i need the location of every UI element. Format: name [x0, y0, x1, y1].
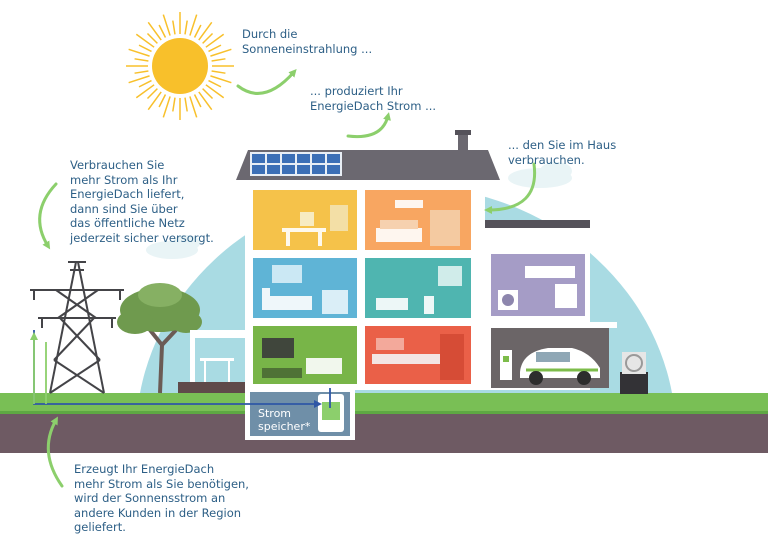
sun-ray: [210, 48, 232, 57]
sun-ray: [147, 21, 162, 41]
sun-ray: [184, 20, 188, 35]
sun-ray: [189, 96, 198, 118]
sun-ray: [211, 58, 226, 62]
sun-ray: [147, 91, 162, 111]
sun-ray: [135, 33, 155, 48]
lawn: [0, 393, 768, 413]
sun-ray: [189, 14, 198, 36]
sun-ray: [134, 58, 149, 62]
solar-cell: [327, 165, 340, 174]
sun-ray: [138, 79, 152, 88]
sun-ray: [172, 20, 176, 35]
solar-cell: [252, 154, 265, 163]
storage-label: Strom speicher*: [258, 407, 311, 433]
caption-arrows: [38, 69, 537, 488]
heat-pump-icon: [620, 352, 648, 394]
sun-ray: [193, 94, 202, 108]
sun-ray: [146, 88, 158, 100]
panel-caption: ... produziert Ihr EnergieDach Strom ...: [310, 84, 437, 113]
sun-ray: [172, 97, 176, 112]
sun-ray: [202, 88, 214, 100]
sun-ray: [198, 21, 213, 41]
house-caption: ... den Sie im Haus verbrauchen.: [508, 138, 617, 167]
tree: [117, 283, 202, 394]
solar-cell: [297, 165, 310, 174]
sun-ray: [193, 24, 202, 38]
storage-room: [245, 388, 355, 440]
solar-cell: [282, 165, 295, 174]
sun-ray: [158, 94, 167, 108]
sun-ray: [138, 44, 152, 53]
terrace: [178, 330, 252, 393]
sun-ray: [128, 48, 150, 57]
power-pylon: [30, 261, 124, 394]
sun-ray: [162, 14, 171, 36]
electric-car-icon: [500, 348, 600, 385]
sun-ray: [208, 79, 222, 88]
sun-ray: [135, 84, 155, 99]
solar-cell: [267, 165, 280, 174]
sun-ray: [198, 91, 213, 111]
sun-ray: [162, 96, 171, 118]
solar-cell: [267, 154, 280, 163]
solar-cell: [312, 154, 325, 163]
grid-caption: Verbrauchen Sie mehr Strom als Ihr Energ…: [70, 158, 214, 245]
sun-ray: [158, 24, 167, 38]
sun-icon: [126, 12, 234, 120]
cloud-left: [146, 235, 200, 259]
solar-cell: [327, 154, 340, 163]
solar-cell: [282, 154, 295, 163]
feed-in-caption: Erzeugt Ihr EnergieDach mehr Strom als S…: [74, 462, 249, 534]
sun-ray: [128, 75, 150, 84]
cloud-right: [508, 162, 572, 188]
sun-ray: [202, 32, 214, 44]
sun-ray: [184, 97, 188, 112]
sun-ray: [205, 84, 225, 99]
sun-caption: Durch die Sonneneinstrahlung ...: [242, 27, 373, 56]
soil: [0, 413, 768, 453]
sun-ray: [210, 75, 232, 84]
sun-ray: [205, 33, 225, 48]
sun-ray: [134, 70, 149, 74]
sun-ray: [208, 44, 222, 53]
solar-cell: [297, 154, 310, 163]
solar-cell: [312, 165, 325, 174]
sun-ray: [211, 70, 226, 74]
solar-panel-icon: [250, 152, 342, 176]
sun-ray: [146, 32, 158, 44]
solar-cell: [252, 165, 265, 174]
